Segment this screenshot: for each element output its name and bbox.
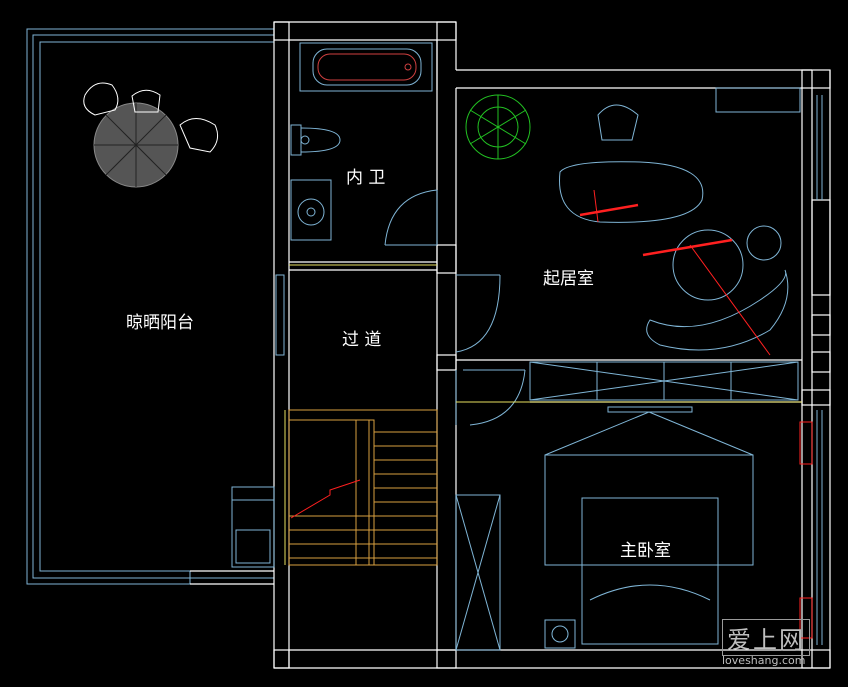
room-label-master-bedroom: 主卧室 bbox=[620, 541, 671, 561]
balcony-table-set bbox=[83, 82, 219, 188]
room-label-living: 起居室 bbox=[543, 269, 594, 289]
bedroom-furniture bbox=[455, 406, 754, 651]
staircase bbox=[288, 409, 438, 566]
watermark-url: loveshang.com bbox=[722, 654, 806, 667]
corridor-door bbox=[275, 274, 526, 426]
living-red-marks bbox=[579, 189, 771, 356]
wardrobe-top bbox=[529, 361, 799, 401]
room-label-corridor: 过 道 bbox=[342, 330, 382, 350]
heater-marks bbox=[799, 421, 813, 639]
washing-cabinet bbox=[231, 486, 275, 568]
bathroom-door bbox=[384, 189, 438, 246]
stair-direction-line bbox=[290, 479, 361, 519]
watermark-logo: 爱上网 bbox=[722, 619, 810, 656]
living-furniture bbox=[559, 87, 801, 351]
toilet bbox=[290, 124, 341, 156]
right-windows bbox=[816, 95, 823, 645]
plant bbox=[465, 94, 531, 160]
room-label-balcony: 晾晒阳台 bbox=[126, 313, 194, 333]
bathtub bbox=[299, 42, 433, 92]
room-label-bathroom: 内 卫 bbox=[346, 168, 386, 188]
watermark: 爱上网 loveshang.com bbox=[722, 619, 810, 667]
wall-columns bbox=[273, 21, 831, 669]
sink bbox=[290, 179, 332, 241]
